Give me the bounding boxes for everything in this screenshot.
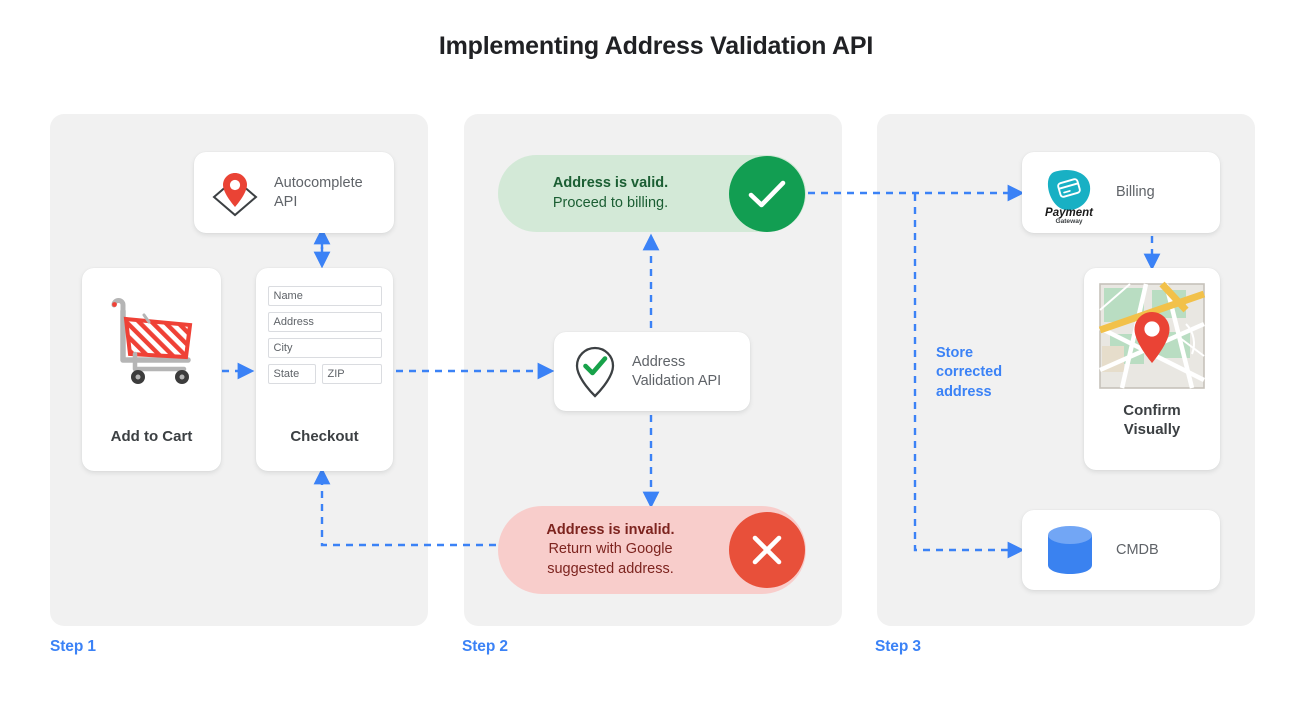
step-1-label: Step 1 bbox=[50, 638, 96, 655]
svg-text:Payment: Payment bbox=[1045, 207, 1094, 219]
cmdb-card[interactable]: CMDB bbox=[1022, 510, 1220, 590]
database-icon bbox=[1044, 523, 1096, 577]
address-invalid-title: Address is invalid. bbox=[546, 521, 675, 538]
checkout-card[interactable]: Name Address City State ZIP Checkout bbox=[256, 268, 393, 471]
address-valid-pill: Address is valid. Proceed to billing. bbox=[498, 155, 806, 232]
page-title: Implementing Address Validation API bbox=[438, 32, 874, 60]
step-3-label: Step 3 bbox=[875, 638, 921, 655]
address-invalid-text: Address is invalid. Return with Google s… bbox=[498, 521, 729, 580]
valid-badge bbox=[729, 155, 805, 232]
name-field[interactable]: Name bbox=[267, 286, 382, 306]
step-2-label: Step 2 bbox=[462, 638, 508, 655]
close-icon bbox=[750, 533, 784, 567]
state-zip-row: State ZIP bbox=[267, 364, 382, 384]
map-thumbnail-icon bbox=[1098, 281, 1206, 389]
checkout-form: Name Address City State ZIP bbox=[267, 286, 382, 384]
address-valid-text: Address is valid. Proceed to billing. bbox=[498, 174, 729, 213]
state-field[interactable]: State bbox=[267, 364, 316, 384]
checkout-caption: Checkout bbox=[290, 428, 359, 445]
city-field[interactable]: City bbox=[267, 338, 382, 358]
invalid-badge bbox=[729, 512, 805, 588]
address-invalid-subtitle-1: Return with Google bbox=[548, 541, 673, 558]
payment-gateway-logo: Payment Gateway bbox=[1038, 162, 1100, 225]
store-corrected-address-note: Store corrected address bbox=[936, 345, 1003, 400]
billing-label: Billing bbox=[1116, 184, 1155, 201]
address-invalid-subtitle-2: suggested address. bbox=[547, 560, 674, 577]
cmdb-label: CMDB bbox=[1116, 541, 1159, 558]
shopping-cart-icon bbox=[100, 286, 204, 390]
billing-card[interactable]: Payment Gateway Billing bbox=[1022, 152, 1220, 233]
address-invalid-pill: Address is invalid. Return with Google s… bbox=[498, 506, 806, 594]
add-to-cart-card[interactable]: Add to Cart bbox=[82, 268, 221, 471]
address-valid-title: Address is valid. bbox=[552, 174, 669, 191]
zip-field[interactable]: ZIP bbox=[321, 364, 382, 384]
pin-check-icon bbox=[572, 345, 618, 399]
check-icon bbox=[748, 179, 786, 209]
svg-text:Gateway: Gateway bbox=[1055, 218, 1082, 225]
address-field[interactable]: Address bbox=[267, 312, 382, 332]
map-pin-icon bbox=[208, 169, 262, 217]
address-valid-subtitle: Proceed to billing. bbox=[552, 194, 669, 211]
add-to-cart-caption: Add to Cart bbox=[110, 428, 193, 445]
